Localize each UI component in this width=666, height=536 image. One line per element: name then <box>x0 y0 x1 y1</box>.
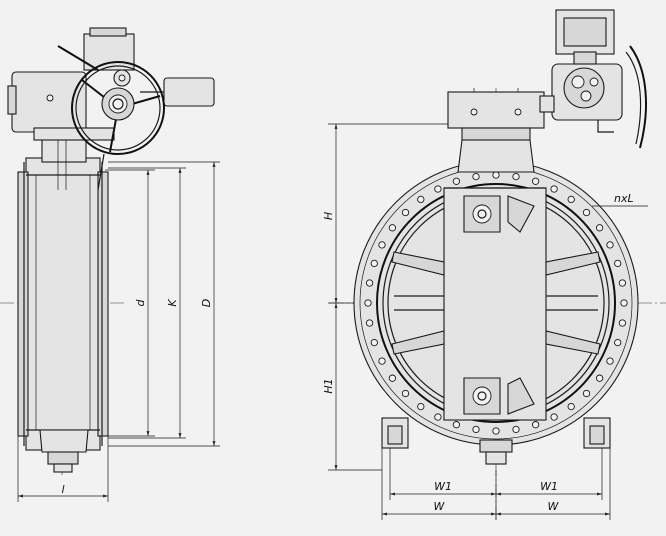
front-actuator <box>539 9 647 149</box>
bolt-hole <box>388 374 397 382</box>
bolt-hole <box>618 319 627 327</box>
front-disc <box>391 187 601 421</box>
dimension-l: l <box>17 436 109 502</box>
bolt-hole <box>620 299 628 307</box>
label-d: d <box>134 298 147 306</box>
dimension-h1: H1 <box>322 303 382 471</box>
label-l: l <box>61 483 64 496</box>
bolt-hole <box>595 224 604 232</box>
bolt-hole <box>378 357 386 365</box>
side-actuator <box>7 27 215 191</box>
front-neck <box>447 88 545 465</box>
bolt-hole <box>606 357 614 365</box>
bolt-hole <box>512 172 520 181</box>
side-body <box>17 137 109 473</box>
dimension-k: K <box>108 167 186 439</box>
bolt-hole <box>452 177 461 185</box>
bolt-hole <box>364 299 372 307</box>
front-view: nxL H H1 W1 W1 W W <box>322 9 666 520</box>
nxl-leader: nxL <box>592 192 648 207</box>
bolt-hole <box>614 259 622 268</box>
bolt-hole <box>531 421 540 429</box>
side-view: d K D l <box>0 27 220 502</box>
bolt-hole <box>434 413 442 421</box>
label-w-right: W <box>548 500 560 513</box>
bolt-hole <box>388 224 397 232</box>
bolt-hole <box>417 195 425 204</box>
dimension-d: d <box>105 169 155 437</box>
bolt-hole <box>582 208 591 217</box>
bolt-hole <box>492 171 500 179</box>
label-h1: H1 <box>322 378 335 393</box>
dimension-h: H <box>322 123 448 304</box>
bolt-hole <box>618 279 627 287</box>
bolt-hole <box>417 402 425 411</box>
bolt-hole <box>512 425 520 434</box>
label-h: H <box>322 212 335 220</box>
bolt-hole <box>582 389 591 398</box>
bolt-hole <box>531 177 540 185</box>
bolt-hole <box>606 241 614 249</box>
bolt-hole <box>365 319 374 327</box>
bolt-hole <box>434 185 442 193</box>
label-w-left: W <box>434 500 446 513</box>
bolt-hole <box>595 374 604 382</box>
bolt-hole <box>401 208 410 217</box>
dimension-outer-d: D <box>108 161 220 447</box>
bolt-hole <box>550 185 558 193</box>
bolt-hole <box>472 425 480 434</box>
bolt-hole <box>567 402 575 411</box>
bolt-hole <box>472 172 480 181</box>
bolt-hole <box>614 338 622 347</box>
label-w1-left: W1 <box>434 480 452 493</box>
bolt-hole <box>452 421 461 429</box>
bolt-holes <box>364 171 628 435</box>
dimension-w: W1 W1 W W <box>381 448 611 520</box>
label-outer-d: D <box>200 299 213 307</box>
label-w1-right: W1 <box>540 480 558 493</box>
bolt-hole <box>567 195 575 204</box>
bolt-hole <box>550 413 558 421</box>
front-feet <box>381 417 611 449</box>
bolt-hole <box>492 427 500 435</box>
bolt-hole <box>401 389 410 398</box>
bolt-hole <box>365 279 374 287</box>
bolt-hole <box>378 241 386 249</box>
bolt-hole <box>370 259 378 268</box>
label-nxl: nxL <box>614 192 634 205</box>
bolt-hole <box>370 338 378 347</box>
label-k: K <box>166 299 179 307</box>
